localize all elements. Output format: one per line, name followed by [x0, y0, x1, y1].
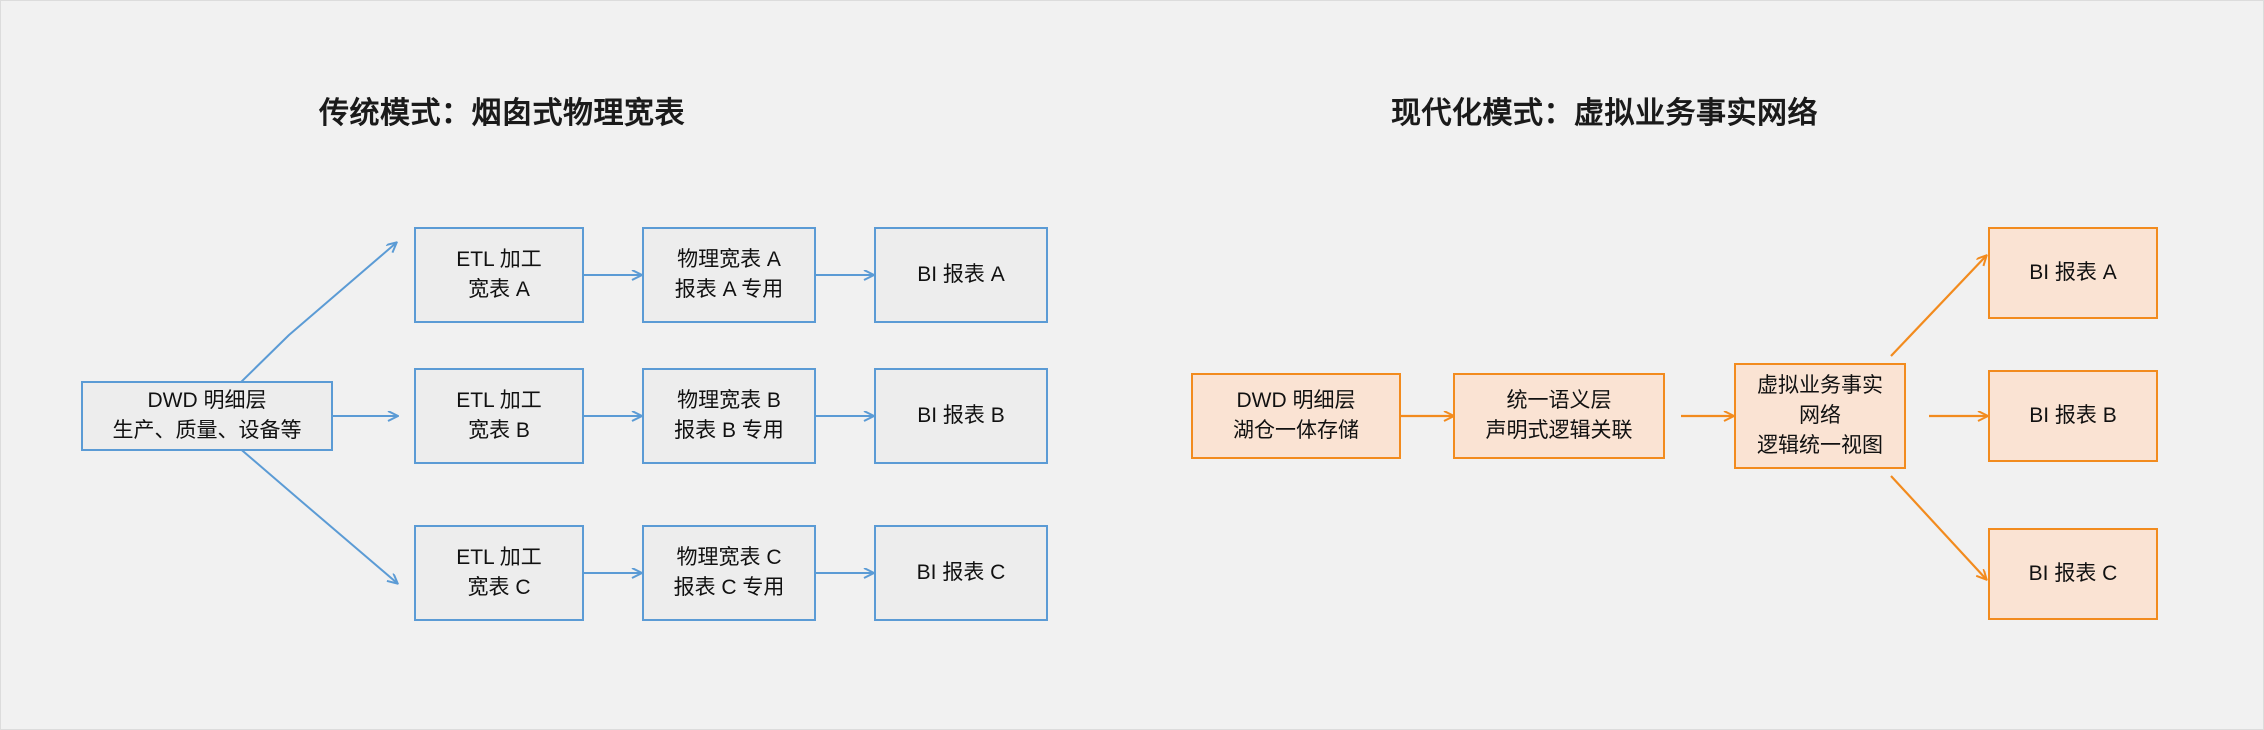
node-left-etl-a[interactable]: ETL 加工 宽表 A — [414, 227, 584, 323]
node-left-physical-table-c[interactable]: 物理宽表 C 报表 C 专用 — [642, 525, 816, 621]
edge-dwd-to-etl-a — [236, 243, 396, 387]
node-line-2: 报表 C 专用 — [673, 576, 785, 599]
node-line-1: 统一语义层 — [1506, 389, 1612, 413]
node-line-1: BI 报表 C — [2028, 562, 2118, 586]
node-line-1: ETL 加工 — [456, 546, 542, 570]
node-line-1: BI 报表 C — [916, 561, 1006, 585]
node-line-2: 网络 — [1799, 404, 1841, 428]
node-line-1: ETL 加工 — [456, 248, 542, 272]
node-line-2: 生产、质量、设备等 — [112, 419, 302, 442]
node-line-2: 宽表 B — [468, 419, 530, 442]
right-panel-title: 现代化模式：虚拟业务事实网络 — [1391, 97, 1818, 130]
node-left-bi-report-a[interactable]: BI 报表 A — [874, 227, 1048, 323]
node-line-1: 物理宽表 C — [676, 546, 782, 570]
left-panel-title: 传统模式：烟囱式物理宽表 — [319, 97, 685, 130]
edge-network-to-report-a — [1890, 256, 1986, 357]
node-line-1: DWD 明细层 — [147, 389, 267, 413]
node-left-dwd-source[interactable]: DWD 明细层 生产、质量、设备等 — [81, 381, 333, 451]
node-line-2: 湖仓一体存储 — [1233, 419, 1359, 442]
node-right-bi-report-a[interactable]: BI 报表 A — [1988, 227, 2158, 319]
node-line-2: 宽表 C — [467, 576, 531, 599]
node-line-1: BI 报表 B — [917, 404, 1005, 428]
node-line-2: 报表 A 专用 — [674, 278, 784, 301]
node-line-1: 虚拟业务事实 — [1757, 374, 1883, 398]
node-right-bi-report-c[interactable]: BI 报表 C — [1988, 528, 2158, 620]
node-left-etl-b[interactable]: ETL 加工 宽表 B — [414, 368, 584, 464]
node-left-physical-table-b[interactable]: 物理宽表 B 报表 B 专用 — [642, 368, 816, 464]
node-right-bi-report-b[interactable]: BI 报表 B — [1988, 370, 2158, 462]
node-line-2: 宽表 A — [468, 278, 530, 301]
node-line-3: 逻辑统一视图 — [1757, 433, 1883, 457]
node-line-1: 物理宽表 B — [677, 389, 781, 413]
node-right-semantic-layer[interactable]: 统一语义层 声明式逻辑关联 — [1453, 373, 1665, 459]
node-line-1: DWD 明细层 — [1236, 389, 1356, 413]
node-line-2: 声明式逻辑关联 — [1485, 419, 1633, 442]
node-left-bi-report-b[interactable]: BI 报表 B — [874, 368, 1048, 464]
node-left-physical-table-a[interactable]: 物理宽表 A 报表 A 专用 — [642, 227, 816, 323]
node-left-bi-report-c[interactable]: BI 报表 C — [874, 525, 1048, 621]
node-right-dwd-source[interactable]: DWD 明细层 湖仓一体存储 — [1191, 373, 1401, 459]
edge-network-to-report-c — [1890, 475, 1986, 579]
node-left-etl-c[interactable]: ETL 加工 宽表 C — [414, 525, 584, 621]
edge-dwd-to-etl-c — [236, 445, 397, 583]
node-right-virtual-fact-network[interactable]: 虚拟业务事实 网络 逻辑统一视图 — [1734, 363, 1906, 469]
node-line-1: BI 报表 A — [2029, 261, 2117, 285]
node-line-1: BI 报表 A — [917, 263, 1005, 287]
node-line-1: 物理宽表 A — [677, 248, 781, 272]
node-line-2: 报表 B 专用 — [674, 419, 784, 442]
node-line-1: ETL 加工 — [456, 389, 542, 413]
node-line-1: BI 报表 B — [2029, 404, 2117, 428]
